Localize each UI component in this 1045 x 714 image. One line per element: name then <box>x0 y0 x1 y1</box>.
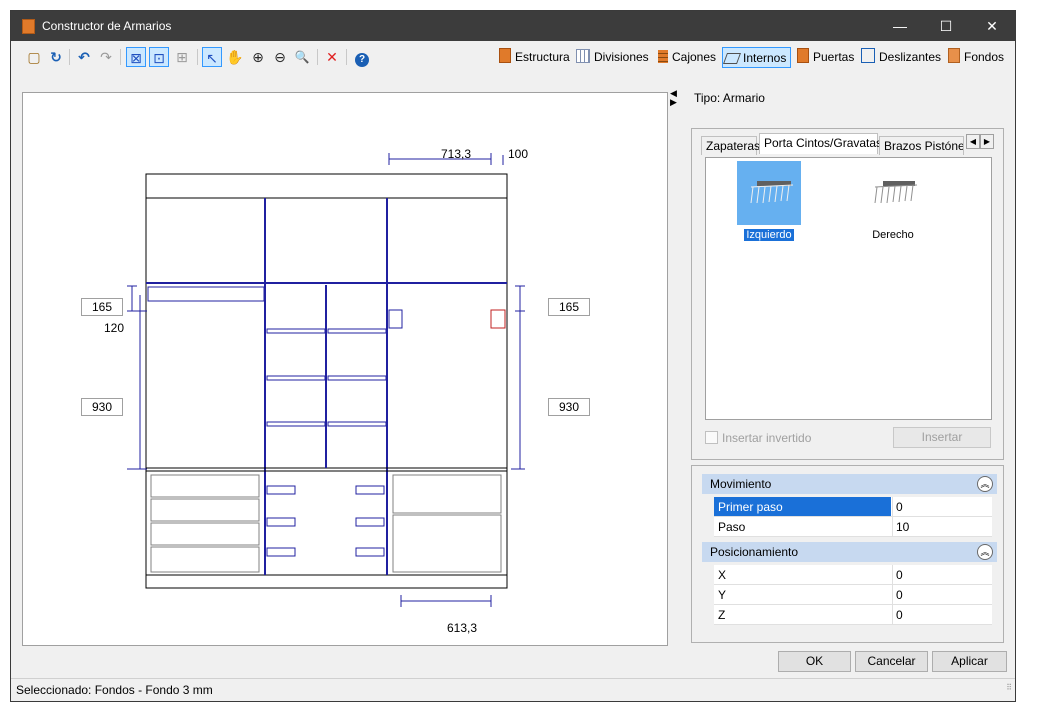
insert-inverted-checkbox[interactable]: Insertar invertido <box>705 431 811 445</box>
dim-left-mid-label: 120 <box>104 321 125 335</box>
window-title: Constructor de Armarios <box>42 19 172 33</box>
close-button[interactable]: ✕ <box>986 18 998 34</box>
drawing-canvas[interactable]: 713,3 100 613,3 165 120 930 165 930 <box>22 92 668 646</box>
insert-button[interactable]: Insertar <box>893 427 991 448</box>
catalog-item-label: Izquierdo <box>744 229 794 241</box>
dim-right-bottom-box[interactable]: 930 <box>548 398 590 416</box>
dim-right-top-box[interactable]: 165 <box>548 298 590 316</box>
dim-top-label: 713,3 <box>441 147 472 161</box>
tab-scroll-left-icon[interactable]: ◀ <box>966 134 980 149</box>
zoom-out-icon[interactable]: ⊖ <box>274 49 286 65</box>
toolbar-internos-button[interactable]: Internos <box>722 47 791 68</box>
puertas-icon <box>797 48 809 63</box>
catalog-list: Izquierdo Derecho <box>705 157 992 420</box>
dim-left-top-box[interactable]: 165 <box>81 298 123 316</box>
ok-button[interactable]: OK <box>778 651 851 672</box>
toolbar-cajones-button[interactable]: Cajones <box>656 47 718 68</box>
dim-top-right-label: 100 <box>508 147 529 161</box>
internos-icon <box>722 53 742 64</box>
minimize-button[interactable]: — <box>893 18 907 34</box>
toolbar-deslizantes-button[interactable]: Deslizantes <box>859 47 943 68</box>
status-text: Seleccionado: Fondos - Fondo 3 mm <box>16 683 213 697</box>
toolbar-estructura-button[interactable]: Estructura <box>497 47 572 68</box>
toolbar-fondos-button[interactable]: Fondos <box>946 47 1006 68</box>
group-movimiento-header[interactable]: Movimiento︽ <box>702 474 997 494</box>
undo-icon[interactable]: ↶ <box>78 49 90 65</box>
tab-scroll-right-icon[interactable]: ▶ <box>980 134 994 149</box>
cancel-button[interactable]: Cancelar <box>855 651 928 672</box>
belt-rack-right-icon <box>861 161 925 225</box>
fondos-icon <box>948 48 960 63</box>
properties-panel <box>691 465 1004 643</box>
wardrobe-drawing <box>127 153 525 607</box>
base-panel <box>145 574 508 589</box>
estructura-icon <box>499 48 511 63</box>
top-panel <box>145 173 508 199</box>
tab-brazos-pistones[interactable]: Brazos Pistónes <box>879 136 964 155</box>
delete-icon[interactable]: ✕ <box>326 49 338 65</box>
collapse-group-icon[interactable]: ︽ <box>977 544 993 560</box>
select-pointer-icon[interactable]: ↖ <box>202 47 222 67</box>
view-mode-1-icon[interactable]: ⊠ <box>126 47 146 67</box>
tab-zapateras[interactable]: Zapateras <box>701 136 760 155</box>
view-mode-2-icon[interactable]: ⊡ <box>149 47 169 67</box>
apply-button[interactable]: Aplicar <box>932 651 1007 672</box>
app-icon <box>22 19 35 34</box>
zoom-in-icon[interactable]: ⊕ <box>252 49 264 65</box>
dim-left-bottom-box[interactable]: 930 <box>81 398 123 416</box>
maximize-button[interactable]: ☐ <box>939 18 953 34</box>
help-icon[interactable]: ? <box>355 53 369 67</box>
deslizantes-icon <box>861 48 875 63</box>
collapse-panel-icon[interactable]: ◀▶ <box>670 88 677 107</box>
collapse-group-icon[interactable]: ︽ <box>977 476 993 492</box>
new-icon[interactable]: ▢ <box>27 49 41 65</box>
redo-icon[interactable]: ↷ <box>100 49 112 65</box>
dim-bottom-label: 613,3 <box>447 621 478 635</box>
cajones-icon <box>658 50 668 63</box>
pan-hand-icon[interactable]: ✋ <box>226 49 244 65</box>
catalog-item-label: Derecho <box>872 229 914 241</box>
group-posicionamiento-header[interactable]: Posicionamiento︽ <box>702 542 997 562</box>
toolbar: ▢ ↻ ↶ ↷ ⊠ ⊡ ⊞ ↖ ✋ ⊕ ⊖ 🔍 ✕ ? Estructura D… <box>11 42 1015 70</box>
zoom-fit-icon[interactable]: 🔍 <box>294 50 310 64</box>
title-bar: Constructor de Armarios — ☐ ✕ <box>11 11 1015 41</box>
refresh-icon[interactable]: ↻ <box>50 49 62 65</box>
resize-grip-icon[interactable]: ⠿ <box>1006 683 1012 692</box>
tipo-label: Tipo: Armario <box>694 91 765 105</box>
belt-rack-left-icon <box>737 161 801 225</box>
toolbar-divisiones-button[interactable]: Divisiones <box>574 47 651 68</box>
app-window: Constructor de Armarios — ☐ ✕ ▢ ↻ ↶ ↷ ⊠ … <box>10 10 1016 702</box>
catalog-item-derecho[interactable]: Derecho <box>853 161 933 241</box>
catalog-panel <box>691 128 1004 460</box>
grid-icon[interactable]: ⊞ <box>176 49 188 65</box>
checkbox-icon <box>705 431 718 444</box>
status-bar: Seleccionado: Fondos - Fondo 3 mm ⠿ <box>11 678 1015 701</box>
divisiones-icon <box>576 49 590 63</box>
toolbar-puertas-button[interactable]: Puertas <box>795 47 856 68</box>
tab-porta-cintos[interactable]: Porta Cintos/Gravatas <box>759 133 882 154</box>
catalog-item-izquierdo[interactable]: Izquierdo <box>729 161 809 241</box>
